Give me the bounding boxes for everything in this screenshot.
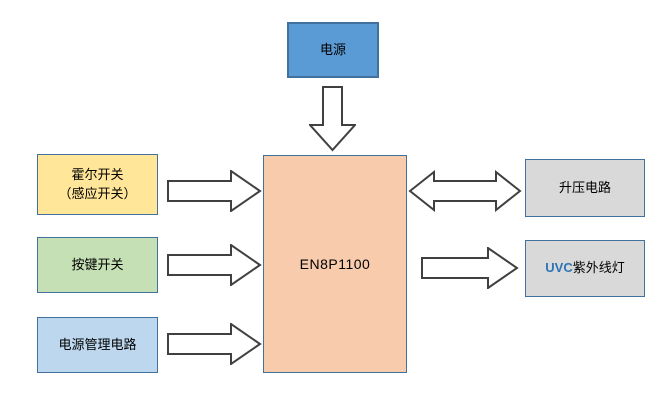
right-arrow-uvc-icon (421, 247, 519, 289)
node-mcu-en8p1100: EN8P1100 (263, 155, 407, 373)
node-hall-switch-label-line1: 霍尔开关 (71, 166, 124, 182)
node-mcu-label: EN8P1100 (299, 255, 371, 272)
node-power-management-label: 电源管理电路 (58, 336, 137, 352)
node-hall-switch: 霍尔开关 （感应开关） (37, 154, 158, 215)
node-button-switch-label: 按键开关 (71, 256, 124, 272)
node-button-switch: 按键开关 (37, 237, 158, 293)
node-power-management: 电源管理电路 (37, 317, 158, 373)
node-hall-switch-label-line2: （感应开关） (58, 185, 137, 201)
node-uvc-lamp-label-rest: 紫外线灯 (572, 260, 625, 276)
node-boost-circuit-label: 升压电路 (558, 179, 611, 195)
node-uvc-lamp: UVC 紫外线灯 (525, 240, 645, 297)
node-uvc-lamp-label-prefix: UVC (545, 260, 573, 276)
right-arrow-key-icon (167, 244, 262, 286)
down-arrow-icon (309, 86, 356, 152)
double-arrow-boost-icon (408, 170, 522, 212)
right-arrow-pmgmt-icon (167, 323, 262, 365)
node-boost-circuit: 升压电路 (525, 159, 645, 217)
right-arrow-hall-icon (167, 170, 262, 212)
node-power-supply-label: 电源 (319, 41, 346, 57)
node-uvc-lamp-label: UVC 紫外线灯 (545, 259, 624, 278)
node-power-supply: 电源 (287, 22, 379, 78)
